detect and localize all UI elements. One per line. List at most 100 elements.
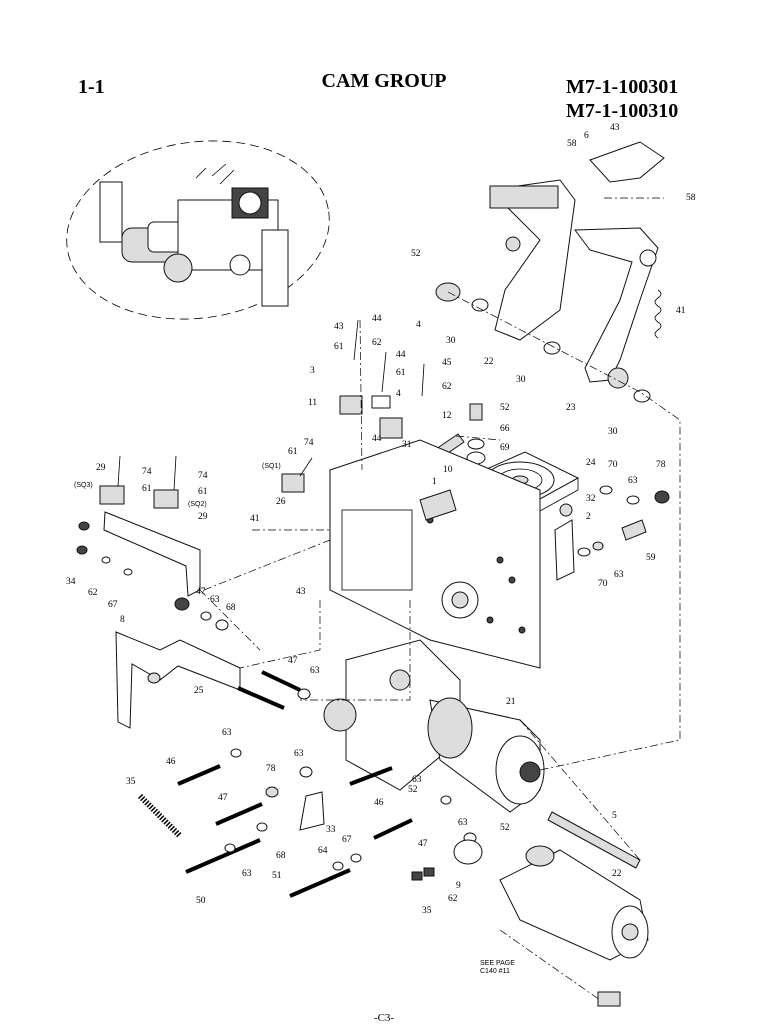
callout-69: 69 xyxy=(500,443,510,453)
callout-58: 58 xyxy=(686,193,696,203)
callout-49: 51 xyxy=(272,871,282,881)
callout-50: 52 xyxy=(500,403,510,413)
main-frame-plate-1 xyxy=(329,439,541,669)
bolts-lower xyxy=(177,670,413,898)
callout-30: 30 xyxy=(516,375,526,385)
assembly-guide-lines xyxy=(199,197,681,861)
callout-63: 63 xyxy=(294,749,304,759)
callout-49: 50 xyxy=(196,896,206,906)
callout-46: 47 xyxy=(288,656,298,666)
callout-52: 52 xyxy=(408,785,418,795)
callout-52: 52 xyxy=(500,823,510,833)
callout-labels: 43 6 58 58 41 52 4 30 22 30 23 30 44 43 … xyxy=(66,123,696,975)
callout-63: 64 xyxy=(318,846,328,856)
callout-1: 1 xyxy=(432,477,437,487)
callout-63: 63 xyxy=(614,570,624,580)
callout-6: 4 xyxy=(416,320,421,330)
callout-22: 22 xyxy=(612,869,622,879)
switch-bracket-8 xyxy=(99,455,313,597)
washer-63c xyxy=(200,611,212,621)
callout-35: 35 xyxy=(126,777,136,787)
callout-5: 5 xyxy=(612,811,617,821)
callout-29: 29 xyxy=(96,463,106,473)
callout-59: 59 xyxy=(646,553,656,563)
callout-11: 11 xyxy=(308,398,317,408)
cam-arm-23 xyxy=(488,179,576,341)
callout-43: 44 xyxy=(396,350,406,360)
bracket-2 xyxy=(554,503,575,581)
callout-62: 62 xyxy=(442,382,452,392)
callout-24: 23 xyxy=(566,403,576,413)
page-number: -C3- xyxy=(373,1012,395,1024)
callout-41: 43 xyxy=(296,587,306,597)
callout-31: 31 xyxy=(402,440,412,450)
spring-34 xyxy=(654,289,662,339)
callout-74: 74 xyxy=(304,438,314,448)
callout-7: 6 xyxy=(584,131,589,141)
callout-46: 47 xyxy=(218,793,228,803)
callout-36: 43 xyxy=(610,123,620,133)
callout-78: 78 xyxy=(266,764,276,774)
callout-33: 33 xyxy=(326,825,336,835)
washer-30a xyxy=(471,298,489,312)
bracket-26 xyxy=(115,631,241,729)
callout-67: 68 xyxy=(276,851,286,861)
callout-44: 35 xyxy=(422,906,432,916)
callout-63: 63 xyxy=(628,476,638,486)
see-page-note-line1: SEE PAGE xyxy=(480,960,515,967)
callout-29: 26 xyxy=(276,497,286,507)
callout-70: 70 xyxy=(598,579,608,589)
screw-set-left xyxy=(76,521,133,576)
callout-47: 46 xyxy=(374,798,384,808)
switch-label-sq3: (SQ3) xyxy=(74,482,93,489)
washer-70b xyxy=(577,547,591,557)
callout-78: 78 xyxy=(656,460,666,470)
callout-4: 4 xyxy=(396,389,401,399)
callout-62: 62 xyxy=(448,894,458,904)
callout-2: 2 xyxy=(586,512,591,522)
cable-lead xyxy=(499,929,601,1001)
callout-68: 68 xyxy=(226,603,236,613)
callout-62: 62 xyxy=(88,588,98,598)
gearbox-21 xyxy=(323,639,545,813)
washer-63b xyxy=(592,541,604,551)
callout-25: 24 xyxy=(586,458,596,468)
callout-48: 47 xyxy=(196,587,206,597)
cover-36 xyxy=(589,141,665,183)
callout-62: 62 xyxy=(372,338,382,348)
callout-64: 66 xyxy=(500,424,510,434)
callout-9: 9 xyxy=(456,881,461,891)
cam-arm-24 xyxy=(574,227,659,389)
callout-29: 29 xyxy=(198,512,208,522)
washer-63a xyxy=(626,495,640,505)
washer-70a xyxy=(599,485,613,495)
nut-78 xyxy=(654,490,670,504)
motor-22 xyxy=(499,845,649,961)
callout-61: 61 xyxy=(198,487,208,497)
callout-70: 70 xyxy=(608,460,618,470)
callout-45: 45 xyxy=(442,358,452,368)
spacer-59 xyxy=(621,519,647,541)
model-number-1: M7-1-100301 xyxy=(566,76,679,98)
callout-38: 44 xyxy=(372,434,382,444)
callout-74: 74 xyxy=(198,471,208,481)
callout-41: 41 xyxy=(250,514,260,524)
page-title: CAM GROUP xyxy=(321,70,447,92)
callout-26: 25 xyxy=(194,686,204,696)
bracket-33 xyxy=(299,791,325,831)
shaft-5 xyxy=(547,811,641,869)
switch-label-sq1: (SQ1) xyxy=(262,463,281,470)
callout-63: 63 xyxy=(242,869,252,879)
callout-61: 61 xyxy=(142,484,152,494)
callout-10: 10 xyxy=(443,465,453,475)
callout-58: 58 xyxy=(567,139,577,149)
callout-8: 8 xyxy=(120,615,125,625)
callout-34: 41 xyxy=(676,306,686,316)
callout-51: 52 xyxy=(411,249,421,259)
switch-label-sq2: (SQ2) xyxy=(188,501,207,508)
bolt-50 xyxy=(466,403,486,465)
callout-74: 74 xyxy=(142,467,152,477)
section-number: 1-1 xyxy=(78,76,105,98)
callout-30: 30 xyxy=(608,427,618,437)
bolt-48 xyxy=(174,597,190,611)
